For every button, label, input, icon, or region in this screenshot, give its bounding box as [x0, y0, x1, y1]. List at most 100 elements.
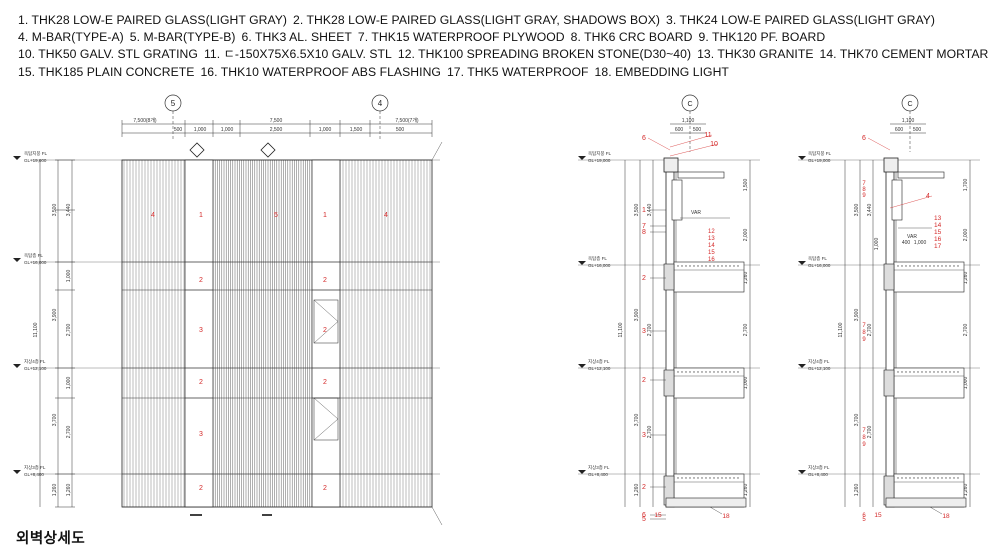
material-tag: 1: [199, 212, 203, 219]
concrete-aggregate: [905, 371, 907, 373]
concrete-aggregate: [681, 477, 683, 479]
concrete-aggregate: [689, 371, 691, 373]
anchor-bracket: [883, 369, 895, 397]
level-height: GL+12,100: [24, 366, 47, 371]
dimension-text: 2,000: [743, 229, 749, 242]
dimension-text: 1,260: [963, 484, 969, 497]
callout-number: 6: [642, 512, 646, 519]
concrete-aggregate: [713, 477, 715, 479]
dimension-text: 3,500: [634, 204, 640, 217]
callout-number: 15: [708, 250, 715, 256]
concrete-aggregate: [929, 371, 931, 373]
concrete-aggregate: [689, 477, 691, 479]
leader-line: [929, 506, 943, 515]
concrete-aggregate: [733, 371, 735, 373]
concrete-aggregate: [929, 265, 931, 267]
concrete-aggregate: [957, 371, 959, 373]
level-name: 지상3층 FL: [808, 464, 830, 471]
concrete-aggregate: [709, 477, 711, 479]
callout-number: 2: [642, 484, 646, 491]
level-height: GL+8,400: [588, 472, 608, 477]
callout-number: 7: [862, 323, 866, 329]
concrete-aggregate: [925, 477, 927, 479]
dimension-text: 1,100: [902, 118, 915, 124]
dimension-text: 11,100: [33, 322, 39, 337]
callout-number: 11: [704, 132, 711, 139]
legend-line: 4. M-BAR(TYPE-A)5. M-BAR(TYPE-B)6. THK3 …: [18, 29, 993, 46]
level-height: GL+19,000: [24, 158, 47, 163]
dimension-text: 600: [675, 127, 684, 133]
concrete-aggregate: [717, 265, 719, 267]
dimension-text: 600: [895, 127, 904, 133]
dimension-text: 400: [902, 240, 911, 246]
concrete-aggregate: [709, 371, 711, 373]
dimension-text: 7,500(8개): [133, 117, 157, 124]
concrete-aggregate: [737, 371, 739, 373]
concrete-aggregate: [945, 477, 947, 479]
concrete-aggregate: [713, 371, 715, 373]
dimension-text: 2,700: [867, 426, 873, 439]
anchor-bracket: [663, 369, 675, 397]
callout-number: 8: [642, 229, 646, 236]
legend-item: 7. THK15 WATERPROOF PLYWOOD: [357, 30, 565, 45]
material-tag: 2: [323, 485, 327, 492]
level-marker: [13, 364, 21, 368]
dimension-text: 2,700: [963, 324, 969, 337]
roof-edge: [677, 171, 725, 179]
level-marker: [798, 156, 806, 160]
dimension-text: 3,500: [52, 204, 58, 217]
legend-item: 4. M-BAR(TYPE-A): [18, 30, 124, 45]
level-marker: [578, 470, 586, 474]
dimension-text: 7,500(7개): [395, 117, 419, 124]
callout-number: 14: [708, 243, 715, 249]
level-name: 옥탑지붕 FL: [588, 150, 612, 157]
concrete-aggregate: [941, 265, 943, 267]
parapet-core: [891, 179, 903, 221]
section-mark: [260, 142, 276, 158]
dimension-text: 3,900: [854, 309, 860, 322]
dimension-text: 1,700: [963, 179, 969, 192]
concrete-aggregate: [725, 477, 727, 479]
callout-number: 8: [862, 330, 866, 336]
dimension-text: 1,260: [743, 272, 749, 285]
dimension-text: 3,700: [854, 414, 860, 427]
level-height: GL+16,000: [24, 260, 47, 265]
legend-line: 1. THK28 LOW-E PAIRED GLASS(LIGHT GRAY)2…: [18, 12, 993, 29]
concrete-aggregate: [685, 371, 687, 373]
legend-item: 1. THK28 LOW-E PAIRED GLASS(LIGHT GRAY): [18, 13, 288, 27]
grid-label: 4: [378, 99, 383, 108]
callout-number: 1: [642, 207, 646, 214]
callout-number: 14: [934, 222, 942, 229]
concrete-aggregate: [677, 371, 679, 373]
dimension-text: 2,700: [647, 426, 653, 439]
concrete-aggregate: [921, 477, 923, 479]
level-name: 지상4층 FL: [588, 358, 610, 365]
level-name: 옥탑지붕 FL: [808, 150, 832, 157]
material-tag: 5: [274, 212, 278, 219]
dimension-text: 1,260: [854, 484, 860, 497]
callout-number: 6: [642, 135, 646, 142]
level-name: 옥탑층 FL: [588, 255, 607, 262]
concrete-aggregate: [937, 265, 939, 267]
dimension-text: 3,700: [634, 414, 640, 427]
concrete-aggregate: [705, 477, 707, 479]
callout-number: 16: [934, 236, 942, 243]
callout-number: 9: [862, 193, 866, 199]
concrete-aggregate: [957, 265, 959, 267]
roof-edge: [897, 171, 945, 179]
glass-strip-left: [184, 159, 214, 508]
concrete-aggregate: [909, 371, 911, 373]
concrete-aggregate: [901, 371, 903, 373]
concrete-aggregate: [721, 371, 723, 373]
concrete-aggregate: [693, 265, 695, 267]
dimension-text: 500: [693, 127, 702, 133]
material-tag: 2: [199, 485, 203, 492]
floor-slab: [673, 261, 745, 293]
concrete-aggregate: [917, 371, 919, 373]
leader-line: [431, 141, 443, 161]
concrete-aggregate: [729, 477, 731, 479]
floor-slab: [893, 261, 965, 293]
